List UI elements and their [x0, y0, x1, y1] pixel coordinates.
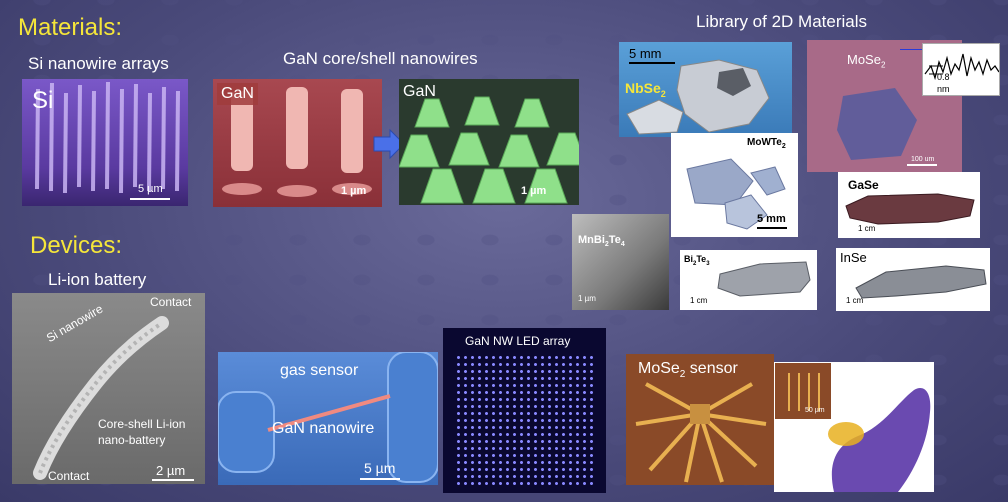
gan-core-shell-image: GaN 1 µm — [399, 79, 579, 205]
mose2-sensor-inset: 50 µm — [774, 362, 832, 420]
mose2-scale-label: 100 um — [911, 156, 935, 163]
gan-nanowire-label: GaN nanowire — [272, 420, 375, 437]
gan-nanowire-image: GaN 1 µm — [213, 79, 382, 207]
gas-scale-bar — [360, 478, 400, 480]
inset-pointer-line — [900, 49, 922, 50]
si-scale-bar — [130, 198, 170, 200]
led-array-image: GaN NW LED array — [443, 328, 606, 493]
si-arrays-caption: Si nanowire arrays — [28, 54, 169, 73]
bi2te3-image: Bi2Te3 1 cm — [680, 250, 817, 310]
gas-sensor-image: gas sensor GaN nanowire 5 µm — [218, 352, 438, 485]
gase-scale-label: 1 cm — [858, 224, 876, 233]
contact-top-label: Contact — [150, 295, 192, 309]
mowte2-image: MoWTe2 5 mm — [671, 133, 798, 237]
si-tag: Si — [32, 87, 54, 114]
gan-left-tag: GaN — [217, 83, 258, 105]
mnbi2te4-label: MnBi2Te4 — [578, 234, 625, 249]
li-ion-battery-image: Contact Si nanowire Core-shell Li-ion na… — [12, 293, 205, 484]
bi2te3-scale-label: 1 cm — [690, 296, 708, 305]
gan-core-shell-caption: GaN core/shell nanowires — [283, 49, 478, 68]
battery-scale-bar — [152, 479, 194, 481]
battery-scale-label: 2 µm — [156, 463, 186, 478]
devices-header: Devices: — [30, 232, 123, 259]
gan-right-scale-label: 1 µm — [521, 185, 547, 197]
inset-height-value: 0.8 — [937, 72, 950, 82]
contact-bottom-label: Contact — [48, 469, 90, 483]
inse-image: InSe 1 cm — [836, 248, 990, 311]
inse-scale-label: 1 cm — [846, 296, 864, 305]
led-dot-grid — [455, 354, 595, 488]
mose2-scale-bar — [907, 164, 937, 166]
gase-image: GaSe 1 cm — [838, 172, 980, 238]
materials-header: Materials: — [18, 14, 123, 41]
nbse2-scale-bar — [629, 62, 675, 64]
gas-scale-label: 5 µm — [364, 460, 396, 476]
si-nanowire-image: Si 5 µm — [22, 79, 188, 206]
right-arrow-icon — [373, 128, 405, 160]
mnbi2te4-scale-label: 1 µm — [578, 294, 596, 303]
mowte2-scale-label: 5 mm — [757, 213, 786, 225]
library-2d-caption: Library of 2D Materials — [696, 12, 868, 31]
gan-left-scale-label: 1 µm — [341, 185, 367, 197]
gas-sensor-title: gas sensor — [280, 362, 359, 379]
led-array-title: GaN NW LED array — [465, 334, 571, 348]
mose2-height-profile-inset: 0.8 nm — [922, 43, 1000, 96]
mose2-sensor-title: MoSe2 sensor — [638, 360, 738, 381]
mnbi2te4-image: MnBi2Te4 1 µm — [572, 214, 669, 310]
mose2-sensor-inset-scale: 50 µm — [805, 407, 825, 414]
nbse2-scale-label: 5 mm — [629, 46, 662, 61]
nbse2-label: NbSe2 — [625, 80, 666, 99]
mose2-label: MoSe2 — [847, 52, 886, 70]
bi2te3-label: Bi2Te3 — [684, 254, 710, 267]
nbse2-image: 5 mm NbSe2 — [619, 42, 792, 137]
nano-battery-label: nano-battery — [98, 433, 166, 447]
inse-label: InSe — [840, 250, 867, 265]
li-ion-caption: Li-ion battery — [48, 270, 147, 289]
mowte2-scale-bar — [757, 227, 787, 229]
mowte2-label: MoWTe2 — [747, 137, 786, 150]
gase-label: GaSe — [848, 178, 879, 192]
si-scale-label: 5 µm — [138, 183, 163, 195]
gan-right-tag: GaN — [403, 83, 436, 100]
core-shell-label: Core-shell Li-ion — [98, 417, 186, 431]
mose2-sensor-image: MoSe2 sensor — [626, 354, 774, 485]
inset-height-unit: nm — [937, 84, 950, 94]
